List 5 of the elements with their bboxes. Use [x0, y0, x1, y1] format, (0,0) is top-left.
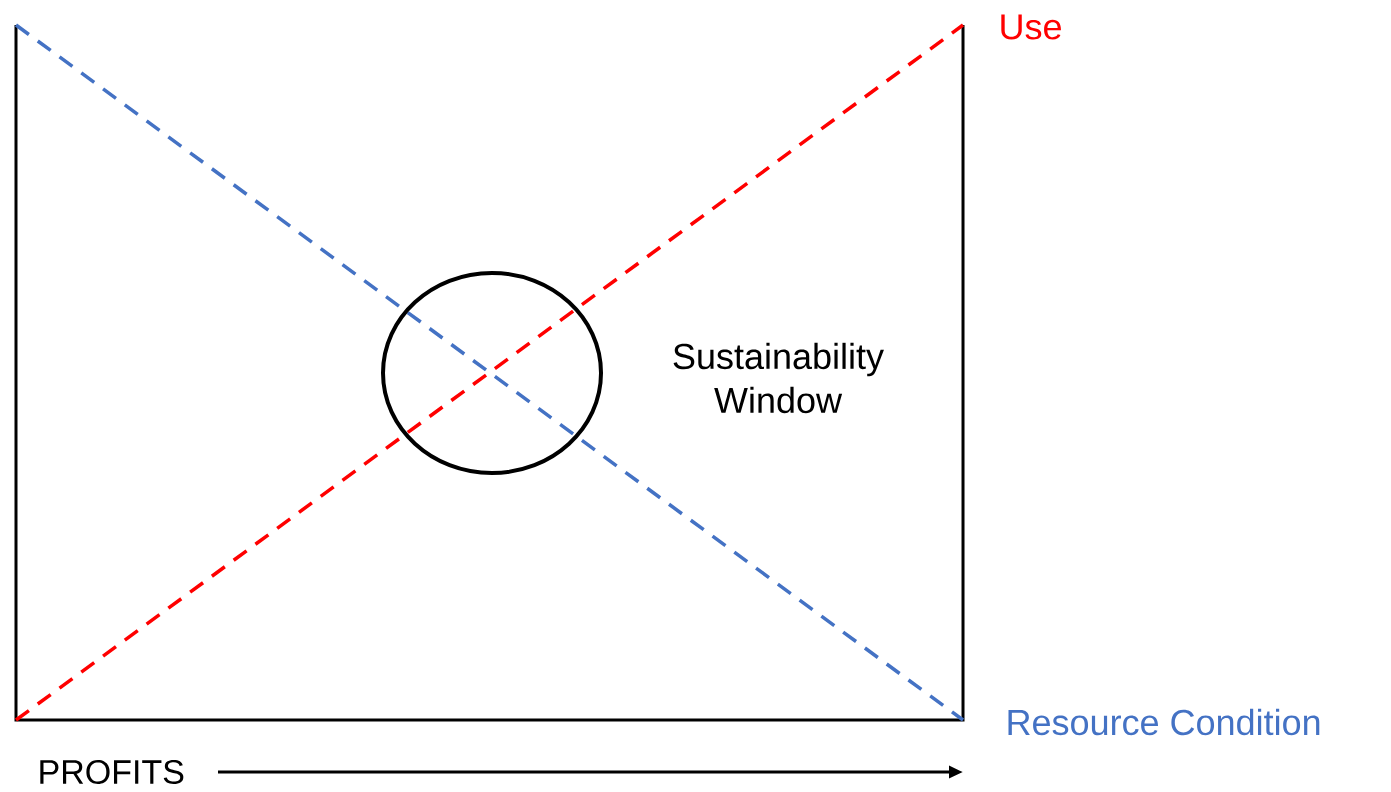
circle — [381, 271, 603, 475]
axis-label: Use — [1001, 14, 1061, 40]
caption-text: Sustainability Window — [673, 342, 884, 414]
axis-label: Resource Condition — [1008, 708, 1320, 736]
axis-label: PROFITS — [40, 759, 184, 785]
